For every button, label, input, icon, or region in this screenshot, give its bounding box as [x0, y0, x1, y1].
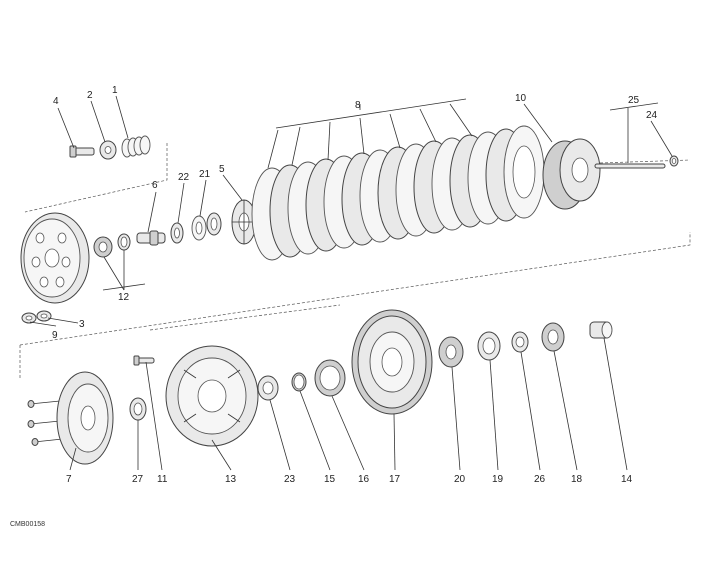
callout-4: 4 [53, 96, 59, 107]
callout-labels: 4 2 1 6 22 21 5 8 10 25 24 12 3 9 7 27 1… [52, 85, 658, 485]
callout-26: 26 [534, 474, 546, 485]
callout-25: 25 [628, 95, 640, 106]
callout-22: 22 [178, 172, 190, 183]
clutch-drum-part [542, 138, 601, 210]
callout-12: 12 [118, 292, 130, 303]
thin-washer-part [511, 331, 529, 353]
callout-21: 21 [199, 169, 211, 180]
callout-17: 17 [389, 474, 401, 485]
needle-bearing-part [541, 322, 565, 352]
gear-washer-part [477, 331, 501, 361]
callout-7: 7 [66, 474, 72, 485]
clutch-plate-stack [251, 125, 545, 261]
pushrod-part [136, 230, 166, 246]
callout-14: 14 [621, 474, 633, 485]
thrust-washer-part [170, 212, 222, 244]
long-pushrod-part [594, 163, 666, 169]
callout-1: 1 [112, 85, 118, 96]
washer-part [99, 140, 117, 160]
callout-2: 2 [87, 90, 93, 101]
spring-part [121, 135, 151, 158]
bushing-part [257, 375, 279, 401]
callout-5: 5 [219, 164, 225, 175]
spacer-washer-part [129, 397, 147, 421]
clutch-basket-part [165, 345, 259, 447]
screw-part [133, 355, 155, 366]
primary-gear-part [351, 309, 433, 415]
callout-11: 11 [157, 474, 168, 485]
small-washer-part [21, 310, 52, 324]
leader-lines [29, 95, 673, 471]
callout-9: 9 [52, 330, 58, 341]
callout-19: 19 [492, 474, 504, 485]
callout-27: 27 [132, 474, 144, 485]
pressure-plate-part [20, 212, 90, 304]
bolt-part [69, 145, 95, 158]
drawing-code: CMB00158 [10, 521, 45, 528]
callout-16: 16 [358, 474, 370, 485]
callout-15: 15 [324, 474, 336, 485]
small-ring-part [669, 155, 679, 167]
callout-3: 3 [79, 319, 85, 330]
callout-10: 10 [515, 93, 527, 104]
callout-8: 8 [355, 100, 361, 111]
callout-23: 23 [284, 474, 296, 485]
callout-20: 20 [454, 474, 466, 485]
o-ring-part [291, 372, 307, 392]
clutch-housing-hub-part [27, 371, 114, 465]
gear-bearing-part [438, 336, 464, 368]
callout-13: 13 [225, 474, 237, 485]
callout-18: 18 [571, 474, 583, 485]
hub-part [231, 199, 257, 245]
sleeve-part [314, 359, 346, 397]
callout-6: 6 [152, 180, 158, 191]
callout-24: 24 [646, 110, 658, 121]
end-cap-part [589, 321, 613, 339]
bearing-part [93, 233, 131, 258]
